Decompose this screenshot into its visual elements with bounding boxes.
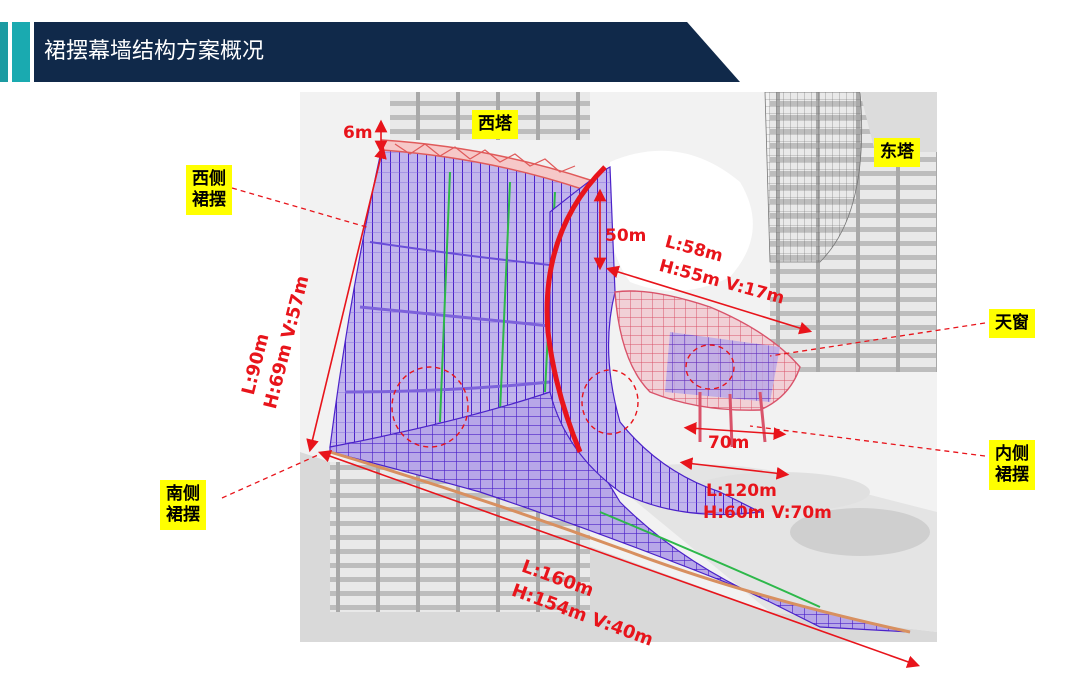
- opening: [607, 150, 753, 291]
- label-west-skirt-line1: 西侧: [192, 169, 226, 189]
- title-accent-bar-light: [12, 22, 30, 82]
- dim-line-west-skirt: [306, 145, 387, 453]
- label-south-skirt-line2: 裙摆: [166, 505, 200, 525]
- leader-skylight: [769, 322, 986, 357]
- label-skylight: 天窗: [989, 309, 1035, 338]
- dim-line-inner-skirt: [679, 457, 790, 480]
- label-inner-skirt: 内侧 裙摆: [989, 440, 1035, 490]
- label-west-skirt: 西侧 裙摆: [186, 165, 232, 215]
- inner-arch-column: [544, 165, 607, 453]
- label-east-tower: 东塔: [874, 138, 920, 167]
- label-south-skirt: 南侧 裙摆: [160, 480, 206, 530]
- label-inner-skirt-line2: 裙摆: [995, 465, 1029, 485]
- dim-inner-skirt-length: L:120m: [706, 481, 777, 501]
- leader-inner-skirt: [749, 425, 986, 457]
- label-south-skirt-line1: 南侧: [166, 484, 200, 504]
- page-title: 裙摆幕墙结构方案概况: [44, 39, 265, 64]
- dim-top-height: 6m: [343, 123, 373, 143]
- leader-west-skirt: [231, 187, 371, 229]
- dim-line-south-skirt: [317, 450, 921, 668]
- label-west-tower: 西塔: [472, 110, 518, 139]
- dim-skylight-width: 70m: [708, 433, 750, 453]
- dim-line-skylight: [605, 265, 813, 335]
- dim-inner-height: 50m: [605, 226, 647, 246]
- dim-line-skylight-width: [683, 422, 787, 440]
- label-inner-skirt-line1: 内侧: [995, 444, 1029, 464]
- east-tower-mesh: [764, 92, 863, 263]
- dim-inner-skirt-hv: H:60m V:70m: [703, 503, 832, 523]
- title-accent-bar-dark: [0, 22, 8, 82]
- label-west-skirt-line2: 裙摆: [192, 190, 226, 210]
- leader-south-skirt: [221, 454, 319, 499]
- title-banner: [34, 22, 740, 82]
